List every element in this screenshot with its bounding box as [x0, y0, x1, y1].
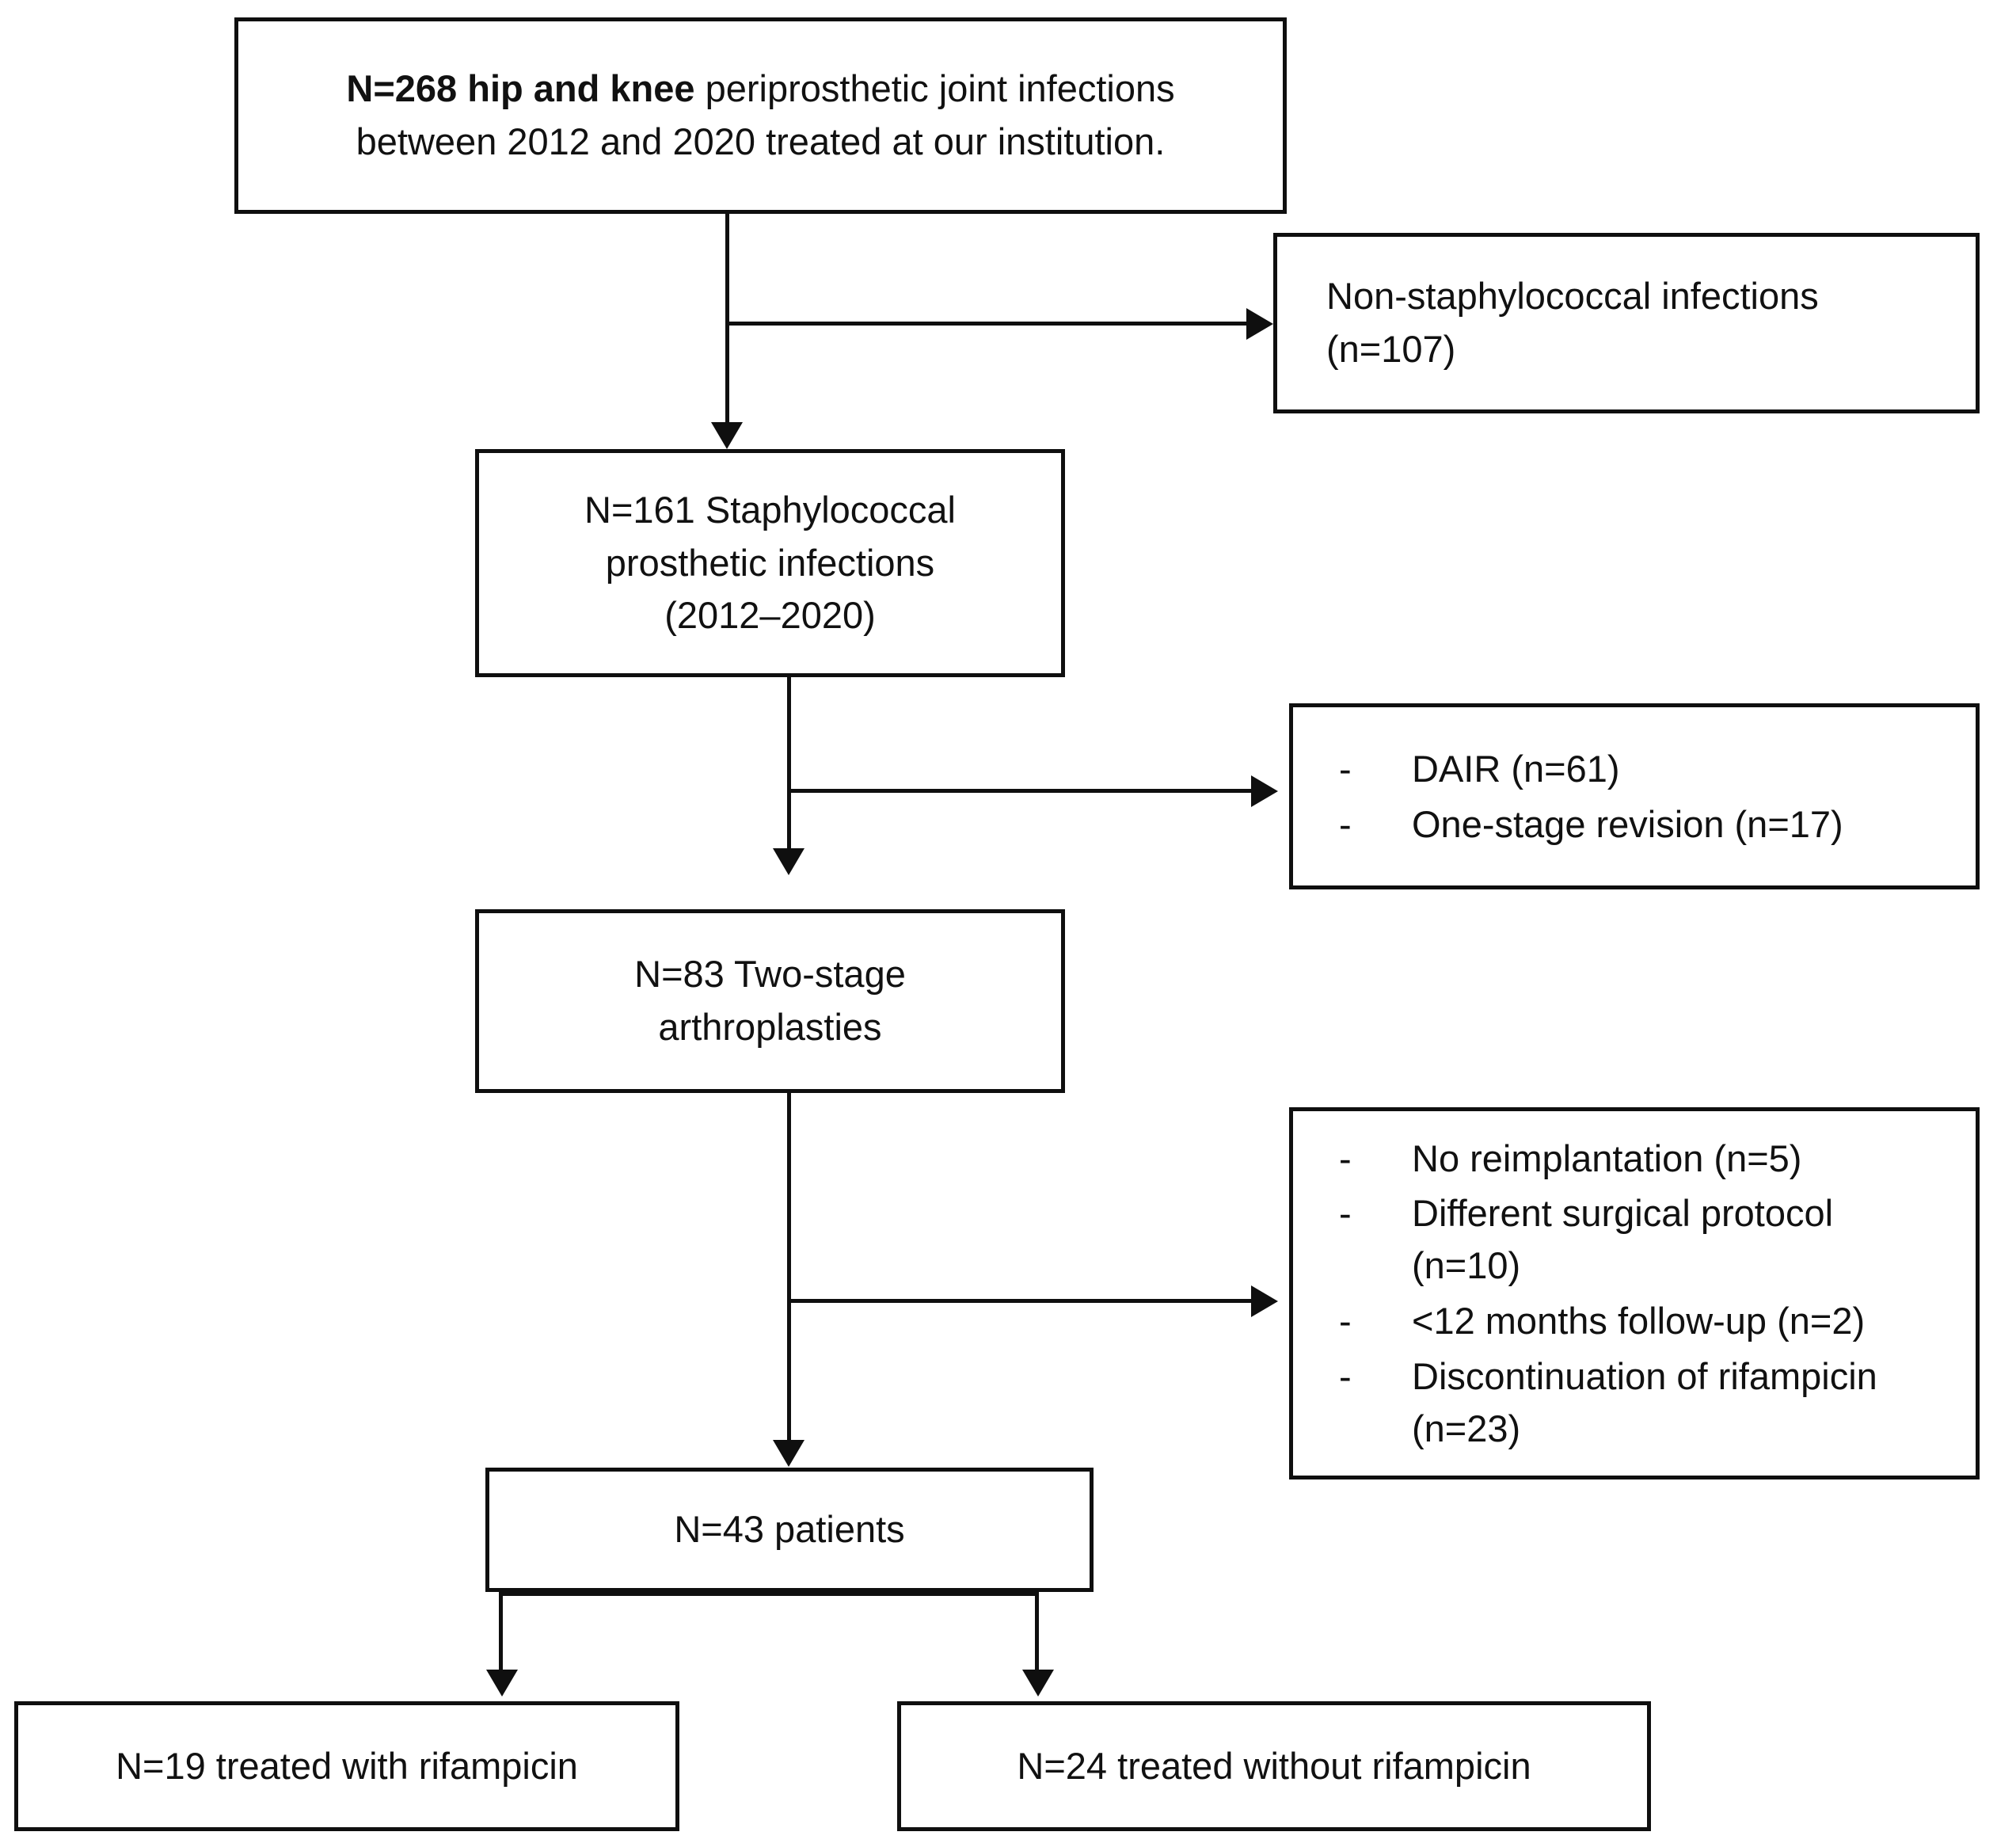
node-excluded-nonstaph: Non-staphylococcal infections (n=107) — [1273, 233, 1980, 413]
bullet-dash: - — [1339, 747, 1352, 790]
staph-infections-line3: (2012–2020) — [664, 594, 876, 637]
connector-final-to-without — [1035, 1592, 1039, 1671]
connector-to-excluded-surgery — [787, 789, 1253, 793]
two-stage-line1: N=83 Two-stage — [634, 953, 906, 996]
bullet-text: One-stage revision (n=17) — [1412, 802, 1843, 845]
connector-final-split — [499, 1592, 1039, 1596]
bullet-dash: - — [1339, 1137, 1352, 1179]
node-staph-infections: N=161 Staphylococcal prosthetic infectio… — [475, 449, 1065, 677]
arm-with-rifampicin-line1: N=19 treated with rifampicin — [116, 1744, 578, 1787]
list-item: - One-stage revision (n=17) — [1339, 798, 1949, 851]
excluded-nonstaph-line1: Non-staphylococcal infections — [1326, 275, 1819, 318]
bullet-dash: - — [1339, 802, 1352, 845]
bullet-text: Different surgical protocol (n=10) — [1412, 1192, 1834, 1287]
node-cohort-total: N=268 hip and knee periprosthetic joint … — [234, 17, 1287, 214]
staph-infections-line1: N=161 Staphylococcal — [584, 488, 956, 531]
connector-total-to-staph — [725, 214, 729, 424]
node-excluded-surgery: - DAIR (n=61) - One-stage revision (n=17… — [1289, 703, 1980, 889]
arrowhead-final-to-with — [486, 1670, 518, 1697]
staph-infections-text: N=161 Staphylococcal prosthetic infectio… — [479, 484, 1061, 642]
arrowhead-to-nonstaph — [1246, 308, 1273, 340]
excluded-other-list: - No reimplantation (n=5) - Different su… — [1293, 1133, 1976, 1455]
final-cohort-text: N=43 patients — [489, 1503, 1090, 1556]
excluded-nonstaph-line2: (n=107) — [1326, 328, 1456, 370]
bullet-dash: - — [1339, 1300, 1352, 1342]
node-arm-with-rifampicin: N=19 treated with rifampicin — [14, 1701, 679, 1831]
bullet-text: DAIR (n=61) — [1412, 747, 1620, 790]
bullet-text: Discontinuation of rifampicin (n=23) — [1412, 1354, 1877, 1449]
staph-infections-line2: prosthetic infections — [605, 541, 935, 584]
arm-without-rifampicin-line1: N=24 treated without rifampicin — [1017, 1744, 1531, 1787]
arrowhead-total-to-staph — [711, 422, 743, 449]
connector-staph-to-twostage — [787, 677, 791, 850]
arrowhead-final-to-without — [1022, 1670, 1054, 1697]
cohort-total-line1: N=268 hip and knee periprosthetic joint … — [261, 63, 1261, 116]
node-excluded-other: - No reimplantation (n=5) - Different su… — [1289, 1107, 1980, 1480]
arrowhead-to-excluded-surgery — [1251, 775, 1278, 807]
bullet-text: No reimplantation (n=5) — [1412, 1137, 1802, 1179]
arrowhead-twostage-to-final — [773, 1440, 804, 1467]
bullet-dash: - — [1339, 1354, 1352, 1397]
bullet-dash: - — [1339, 1192, 1352, 1235]
list-item: - <12 months follow-up (n=2) — [1339, 1295, 1949, 1347]
excluded-surgery-list: - DAIR (n=61) - One-stage revision (n=17… — [1293, 743, 1976, 851]
arrowhead-to-excluded-other — [1251, 1285, 1278, 1317]
cohort-total-count: N=268 hip and knee — [346, 67, 695, 110]
connector-to-excluded-other — [787, 1299, 1253, 1303]
bullet-text: <12 months follow-up (n=2) — [1412, 1300, 1866, 1342]
node-final-cohort: N=43 patients — [485, 1468, 1094, 1592]
two-stage-text: N=83 Two-stage arthroplasties — [479, 948, 1061, 1053]
list-item: - Discontinuation of rifampicin (n=23) — [1339, 1350, 1949, 1455]
connector-twostage-to-final — [787, 1093, 791, 1441]
cohort-total-line1-rest: periprosthetic joint infections — [694, 67, 1175, 110]
node-two-stage: N=83 Two-stage arthroplasties — [475, 909, 1065, 1093]
list-item: - No reimplantation (n=5) — [1339, 1133, 1949, 1185]
connector-to-nonstaph — [725, 322, 1248, 326]
two-stage-line2: arthroplasties — [658, 1006, 882, 1048]
cohort-total-line2: between 2012 and 2020 treated at our ins… — [356, 120, 1166, 162]
arm-with-rifampicin-text: N=19 treated with rifampicin — [18, 1740, 675, 1793]
list-item: - DAIR (n=61) — [1339, 743, 1949, 795]
arm-without-rifampicin-text: N=24 treated without rifampicin — [901, 1740, 1647, 1793]
cohort-total-text: N=268 hip and knee periprosthetic joint … — [238, 63, 1283, 168]
final-cohort-line1: N=43 patients — [674, 1508, 905, 1551]
arrowhead-staph-to-twostage — [773, 848, 804, 875]
list-item: - Different surgical protocol (n=10) — [1339, 1187, 1949, 1292]
excluded-nonstaph-text: Non-staphylococcal infections (n=107) — [1277, 270, 1976, 375]
node-arm-without-rifampicin: N=24 treated without rifampicin — [897, 1701, 1651, 1831]
connector-final-to-with — [499, 1592, 503, 1671]
